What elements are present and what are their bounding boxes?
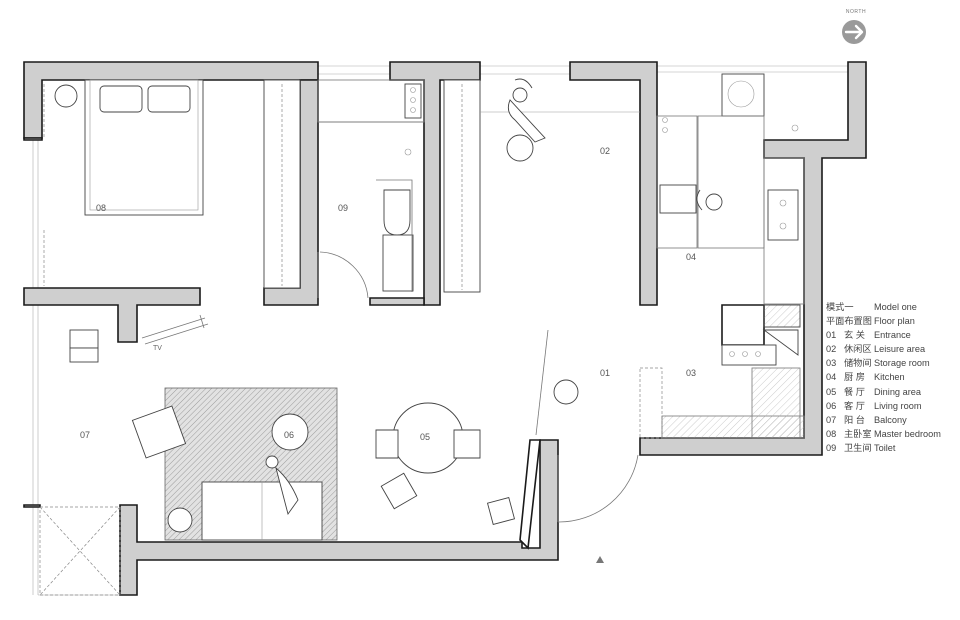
entrance-marker-icon	[596, 556, 604, 563]
room-label-09: 09	[338, 203, 348, 213]
legend-item: 03 储物间 Storage room	[826, 356, 956, 370]
wall-top-right	[569, 61, 658, 306]
legend-header-en: Model one	[874, 302, 917, 312]
room-label-08: 08	[96, 203, 106, 213]
wall-partition-diag	[519, 439, 541, 550]
stool	[553, 379, 579, 405]
legend-header-cn: 平面布置图	[826, 316, 872, 327]
person-cooking-icon	[696, 189, 723, 211]
legend-item: 08 主卧室 Master bedroom	[826, 427, 956, 441]
living-room	[69, 314, 338, 541]
tv-label: TV	[153, 345, 162, 352]
legend-en: Balcony	[874, 414, 907, 425]
legend-item: 01 玄 关 Entrance	[826, 328, 956, 342]
legend-item: 06 客 厅 Living room	[826, 399, 956, 413]
master-bedroom	[43, 79, 301, 289]
legend-en: Kitchen	[874, 372, 905, 383]
sink	[659, 184, 697, 214]
legend-cn: 主卧室	[844, 428, 872, 439]
legend-cn: 储物间	[844, 358, 872, 369]
legend-header-row: 模式一 Model one	[826, 300, 956, 314]
legend-header-cn: 模式一	[826, 302, 854, 312]
wall-kitchen-block	[721, 304, 765, 346]
legend-num: 05	[826, 386, 837, 397]
legend-header-row: 平面布置图 Floor plan	[826, 314, 956, 328]
legend-cn: 餐 厅	[844, 386, 865, 397]
legend-item: 04 厨 房 Kitchen	[826, 370, 956, 384]
dining-chair-right	[453, 429, 481, 459]
entrance-storage	[535, 329, 805, 563]
bedside-lamp-icon	[54, 84, 78, 108]
floor-cushion	[486, 496, 516, 526]
washbasin	[382, 234, 414, 292]
legend-header-en: Floor plan	[874, 316, 915, 327]
legend-cn: 休闲区	[844, 344, 872, 355]
legend-en: Leisure area	[874, 344, 926, 355]
legend-cn: 玄 关	[844, 330, 865, 341]
legend-item: 09 卫生间 Toilet	[826, 441, 956, 455]
coffee-table	[271, 413, 309, 451]
legend-item: 02 休闲区 Leisure area	[826, 342, 956, 356]
room-label-02: 02	[600, 146, 610, 156]
north-arrow-icon	[842, 20, 866, 44]
cooktop	[721, 344, 777, 366]
walls	[23, 61, 867, 596]
armchair	[131, 405, 187, 459]
legend-num: 04	[826, 372, 837, 383]
legend-num: 09	[826, 442, 837, 453]
legend-en: Living room	[874, 400, 922, 411]
legend-en: Storage room	[874, 358, 930, 369]
legend-item: 05 餐 厅 Dining area	[826, 385, 956, 399]
legend-num: 08	[826, 428, 837, 439]
dining-chair-left	[375, 429, 399, 459]
kitchen	[656, 73, 805, 366]
legend-en: Master bedroom	[874, 428, 941, 439]
compass-label: NORTH	[845, 9, 867, 15]
room-label-01: 01	[600, 368, 610, 378]
wall-toilet-bottom	[369, 297, 425, 306]
room-label-04: 04	[686, 252, 696, 262]
legend-num: 02	[826, 344, 837, 355]
legend-en: Toilet	[874, 442, 896, 453]
legend-en: Dining area	[874, 386, 921, 397]
toilet-room	[317, 79, 425, 299]
legend-num: 03	[826, 358, 837, 369]
legend-num: 07	[826, 414, 837, 425]
fridge-counter	[767, 189, 799, 241]
leisure-area	[443, 78, 640, 293]
legend-cn: 客 厅	[844, 400, 865, 411]
side-stool	[167, 507, 193, 533]
person-sitting-icon	[265, 455, 299, 516]
legend-cn: 阳 台	[844, 414, 865, 425]
wall-mid-left	[23, 287, 201, 343]
legend-item: 07 阳 台 Balcony	[826, 413, 956, 427]
room-label-05: 05	[420, 432, 430, 442]
balcony	[39, 506, 121, 596]
window-lines	[32, 65, 860, 596]
side-table	[506, 134, 534, 162]
legend-en: Entrance	[874, 330, 911, 341]
legend-cn: 厨 房	[844, 372, 865, 383]
legend-num: 01	[826, 330, 837, 341]
legend-cn: 卫生间	[844, 442, 872, 453]
room-label-06: 06	[284, 430, 294, 440]
dining-chair-bottom	[380, 472, 418, 510]
desk	[69, 329, 99, 349]
legend: 模式一 Model one 平面布置图 Floor plan 01 玄 关 En…	[826, 300, 956, 455]
legend-num: 06	[826, 400, 837, 411]
tv-unit	[141, 314, 209, 345]
room-labels: 01 02 03 04 05 06 07 08 09 TV	[80, 146, 696, 442]
wall-bottom	[23, 504, 41, 508]
dining-area	[375, 402, 516, 526]
toilet-bowl-icon	[383, 189, 411, 236]
room-label-07: 07	[80, 430, 90, 440]
pillow-left	[99, 85, 143, 113]
room-label-03: 03	[686, 368, 696, 378]
desk-chair	[69, 347, 99, 363]
person-figure-icon	[507, 78, 546, 143]
wall-left-upper	[23, 137, 43, 141]
pillow-right	[147, 85, 191, 113]
